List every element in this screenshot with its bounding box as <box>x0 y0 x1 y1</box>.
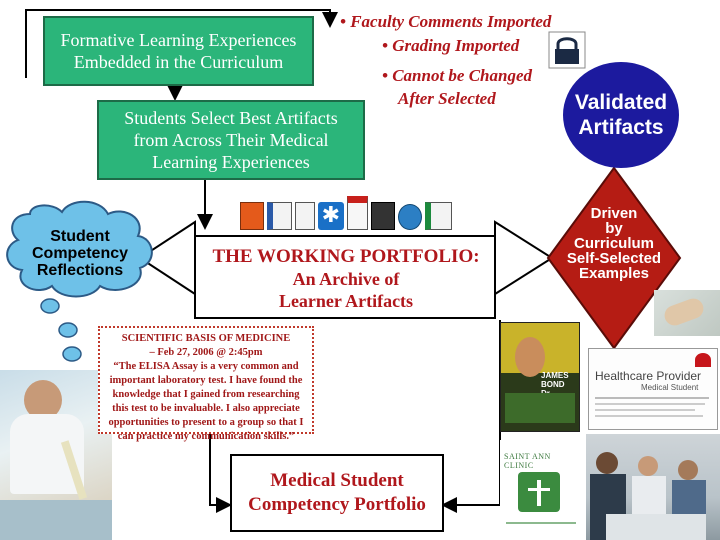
arrow-quote-to-final <box>209 432 232 513</box>
driven-line1: Driven <box>590 205 638 222</box>
reflections-text: Student Competency Reflections <box>18 228 142 279</box>
medical-star-icon: ✱ <box>318 202 344 230</box>
arrow-images-to-final <box>441 320 501 513</box>
chart-file-icon <box>294 202 316 230</box>
final-line1: Medical Student <box>270 470 404 491</box>
clinic-tree-icon <box>518 472 560 512</box>
word-icon <box>266 202 292 230</box>
quote-line5: knowledge that I gained from researching <box>112 389 300 400</box>
select-line3: Learning Experiences <box>152 152 310 172</box>
healthcare-subtitle: Medical Student <box>641 383 699 392</box>
quote-line8: can practice my communication skills.” <box>117 431 295 442</box>
reflections-line3: Reflections <box>36 262 124 279</box>
medical-team-photo <box>586 434 720 540</box>
quote-line1: SCIENTIFIC BASIS OF MEDICINE <box>121 333 291 344</box>
reflections-line1: Student <box>50 228 110 245</box>
saint-ann-clinic-logo: SAINT ANN CLINIC <box>500 440 582 534</box>
working-portfolio-line2: An Archive of <box>292 269 400 289</box>
driven-line3: Curriculum <box>573 235 654 252</box>
thought-cloud <box>6 200 153 298</box>
pdf-icon <box>346 196 369 230</box>
healthcare-title: Healthcare Provider <box>595 369 702 383</box>
quote-line4: important laboratory test. I have found … <box>109 375 303 386</box>
bullet-faculty: • Faculty Comments Imported <box>340 12 552 31</box>
select-line2: from Across Their Medical <box>133 130 329 150</box>
lab-scientist-photo <box>0 370 112 540</box>
film-icon <box>371 202 396 230</box>
movie-poster-image: JAMES BOND Dr. KNOW <box>500 322 580 432</box>
movie-line2: BOND <box>541 380 565 389</box>
bullet-cannot: • Cannot be Changed <box>382 66 533 85</box>
clinic-name: SAINT ANN CLINIC <box>504 452 551 470</box>
reflection-quote-box: SCIENTIFIC BASIS OF MEDICINE – Feb 27, 2… <box>98 326 314 442</box>
bullet-after: After Selected <box>398 89 496 108</box>
arrow-formative-to-faculty <box>25 9 338 78</box>
driven-line2: by <box>605 220 623 237</box>
working-portfolio-title: THE WORKING PORTFOLIO: <box>212 246 480 267</box>
driven-line4: Self-Selected <box>566 250 662 267</box>
excel-icon <box>425 202 452 230</box>
gloved-hand-photo <box>654 290 720 336</box>
validated-line2: Artifacts <box>578 116 664 139</box>
formative-line1: Formative Learning Experiences <box>60 30 297 50</box>
reflections-line2: Competency <box>31 245 129 262</box>
final-line2: Competency Portfolio <box>248 494 426 515</box>
quote-line7: opportunities to present to a group so t… <box>108 417 304 428</box>
medical-student-portfolio-box: Medical Student Competency Portfolio <box>230 454 444 532</box>
quote-line3: “The ELISA Assay is a very common and <box>113 361 299 372</box>
select-line1: Students Select Best Artifacts <box>124 108 338 128</box>
file-icons-row: ✱ <box>240 196 452 230</box>
driven-line5: Examples <box>578 265 650 282</box>
quote-line6: this test to be invaluable. I also appre… <box>112 403 300 414</box>
formative-line2: Embedded in the Curriculum <box>73 52 284 72</box>
bullet-grading: • Grading Imported <box>382 36 520 55</box>
powerpoint-icon <box>240 202 264 230</box>
driven-text: Driven by Curriculum Self-Selected Examp… <box>556 206 672 281</box>
working-portfolio-line3: Learner Artifacts <box>278 291 414 311</box>
working-portfolio-text: THE WORKING PORTFOLIO: An Archive of Lea… <box>196 246 496 312</box>
validated-line1: Validated <box>574 91 668 114</box>
healthcare-provider-card: Healthcare Provider Medical Student <box>588 348 718 430</box>
movie-line1: JAMES <box>541 371 569 380</box>
web-globe-icon <box>398 204 423 230</box>
quote-line2: – Feb 27, 2006 @ 2:45pm <box>149 347 263 358</box>
